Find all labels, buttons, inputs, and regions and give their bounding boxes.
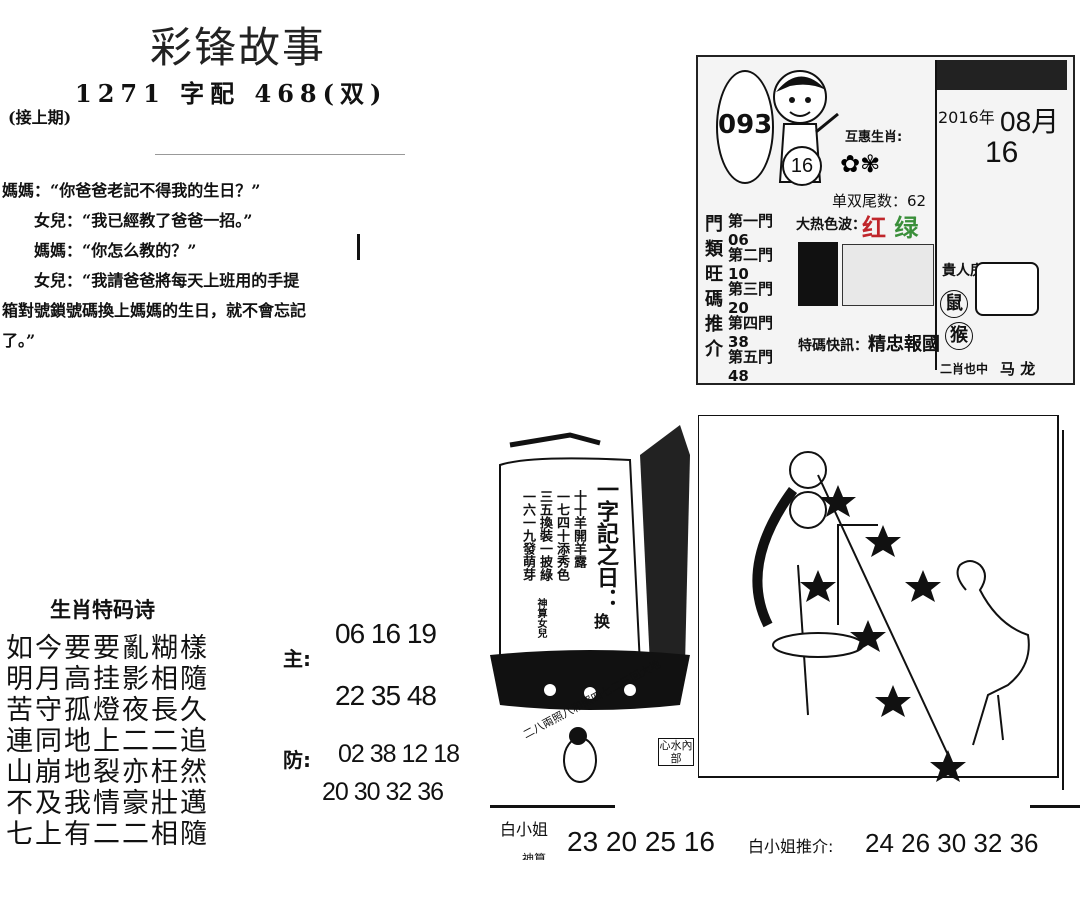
panel-divider [935,60,937,370]
monkey-figure-icon [563,727,597,783]
heading-char: 類 [705,239,723,260]
color-values: 红 绿 [862,208,918,243]
zodiac-label: 互惠生肖: [845,130,903,145]
poem-line: 如今要要亂糊樣 [6,633,209,664]
calendar-month: 08月 [1000,106,1060,137]
heading-char: 推 [705,314,723,335]
bottom-label: 二肖也中 [940,362,989,376]
heading-char: 介 [705,339,723,360]
continued-label: (接上期) [8,108,72,127]
door-list: 第一門 06 第二門 10 第三門 20 第四門 38 第五門 48 [728,210,794,385]
puzzle-drawing-icon [698,415,1059,782]
issue-line: 1271 字配 468(双) [75,79,388,108]
guard-numbers: 02 38 12 18 [338,740,460,768]
verse-line: 十十羊開羊露 [571,490,586,568]
calendar-day: 16 [985,136,1019,169]
poem-line: 明月高挂影相隨 [6,664,209,695]
ship-author: 神算女兒 [535,598,546,638]
story-line: 媽媽：“你怎么教的？” [2,241,197,260]
poem-line: 連同地上二二追 [6,726,209,757]
guard-numbers: 20 30 32 36 [322,778,444,806]
miss-label: 白小姐 [500,820,549,839]
main-numbers: 22 35 48 [335,680,437,711]
color-label: 大热色波： [796,217,866,233]
scan-mark [357,234,360,260]
verse-line: 三五換裝一披綠 [537,490,552,581]
heading-char: 門 [705,214,723,235]
divider [155,154,405,155]
door-heading: 門 類 旺 碼 推 介 [700,212,728,362]
door-row: 第四門 38 [728,314,774,351]
poem-line: 山崩地裂亦枉然 [6,757,209,788]
poem-line: 七上有二二相隨 [6,819,209,850]
door-row: 第三門 20 [728,280,774,317]
verse-line: 一七四十添秀色 [554,490,569,581]
story-line: 女兒：“我請爸爸將每天上班用的手提 [2,271,300,290]
zodiac-image [975,262,1039,316]
door-row: 第二門 10 [728,246,774,283]
poem-text: 如今要要亂糊樣 明月高挂影相隨 苦守孤燈夜長久 連同地上二二追 山崩地裂亦枉然 … [6,633,274,855]
tail-number-label: 单双尾数：62 [832,192,927,210]
story-text: 媽媽：“你爸爸老記不得我的生日？” 女兒：“我已經教了爸爸一招。” 媽媽：“你怎… [2,176,362,356]
story-line: 箱對號鎖號碼換上媽媽的生日，就不會忘記 [2,301,307,320]
zodiac-rat: 鼠 [940,290,968,318]
ship-verses: 十十羊開羊露 一七四十添秀色 三五換裝一披綠 一六一九發萌芽 [520,490,586,600]
heading-char: 碼 [705,289,723,310]
recommend-numbers: 24 26 30 32 36 [865,828,1039,858]
story-line: 了。” [2,331,36,350]
zodiac-monkey: 猴 [945,322,973,350]
door-row: 第一門 06 [728,212,774,249]
page-title: 彩锋故事 [150,23,327,72]
story-line: 女兒：“我已經教了爸爸一招。” [2,211,253,230]
poem-line: 苦守孤燈夜長久 [6,695,209,726]
special-label: 特碼快訊： [798,338,868,354]
special-text: 精忠報國 [868,334,940,355]
story-line: 媽媽：“你爸爸老記不得我的生日？” [2,181,261,200]
calendar-year: 2016年 [938,108,995,127]
small-text-block [842,244,934,306]
panel-border [1062,430,1064,790]
recommend-label: 白小姐推介: [748,837,834,856]
dark-image-block [798,242,838,306]
color-red: 红 [862,214,886,242]
issue-number: 093 [718,110,773,140]
calendar-header [937,60,1067,90]
verse-line: 一六一九發萌芽 [520,490,535,581]
ship-heading: 一字記之日： [593,478,619,610]
miss-numbers: 23 20 25 16 [567,826,715,857]
heading-char: 旺 [705,264,723,285]
svg-text:✿✾: ✿✾ [840,150,880,178]
sub-label: 神算 [522,852,547,860]
issue-badge: 093 [716,70,774,184]
footer-rule [490,805,615,808]
main-label: 主: [283,647,311,671]
color-green: 绿 [894,214,919,242]
ship-heading-end: 换 [594,612,611,631]
noble-label: 貴人房 [942,263,984,279]
corner-label: 心水內部 [658,738,694,766]
boy-number: 16 [782,146,822,186]
footer-rule [1030,805,1080,808]
special-code: 特碼快訊：精忠報國 [798,330,940,356]
bottom-animals: 马 龙 [1000,360,1036,378]
sailing-ship-icon [490,425,690,710]
poem-title: 生肖特码诗 [50,598,155,622]
guard-label: 防: [283,748,311,772]
door-row: 第五門 48 [728,348,774,385]
zodiac-glyphs-icon: ✿✾ [840,150,880,178]
poem-line: 不及我情豪壯邁 [6,788,209,819]
main-numbers: 06 16 19 [335,618,437,649]
